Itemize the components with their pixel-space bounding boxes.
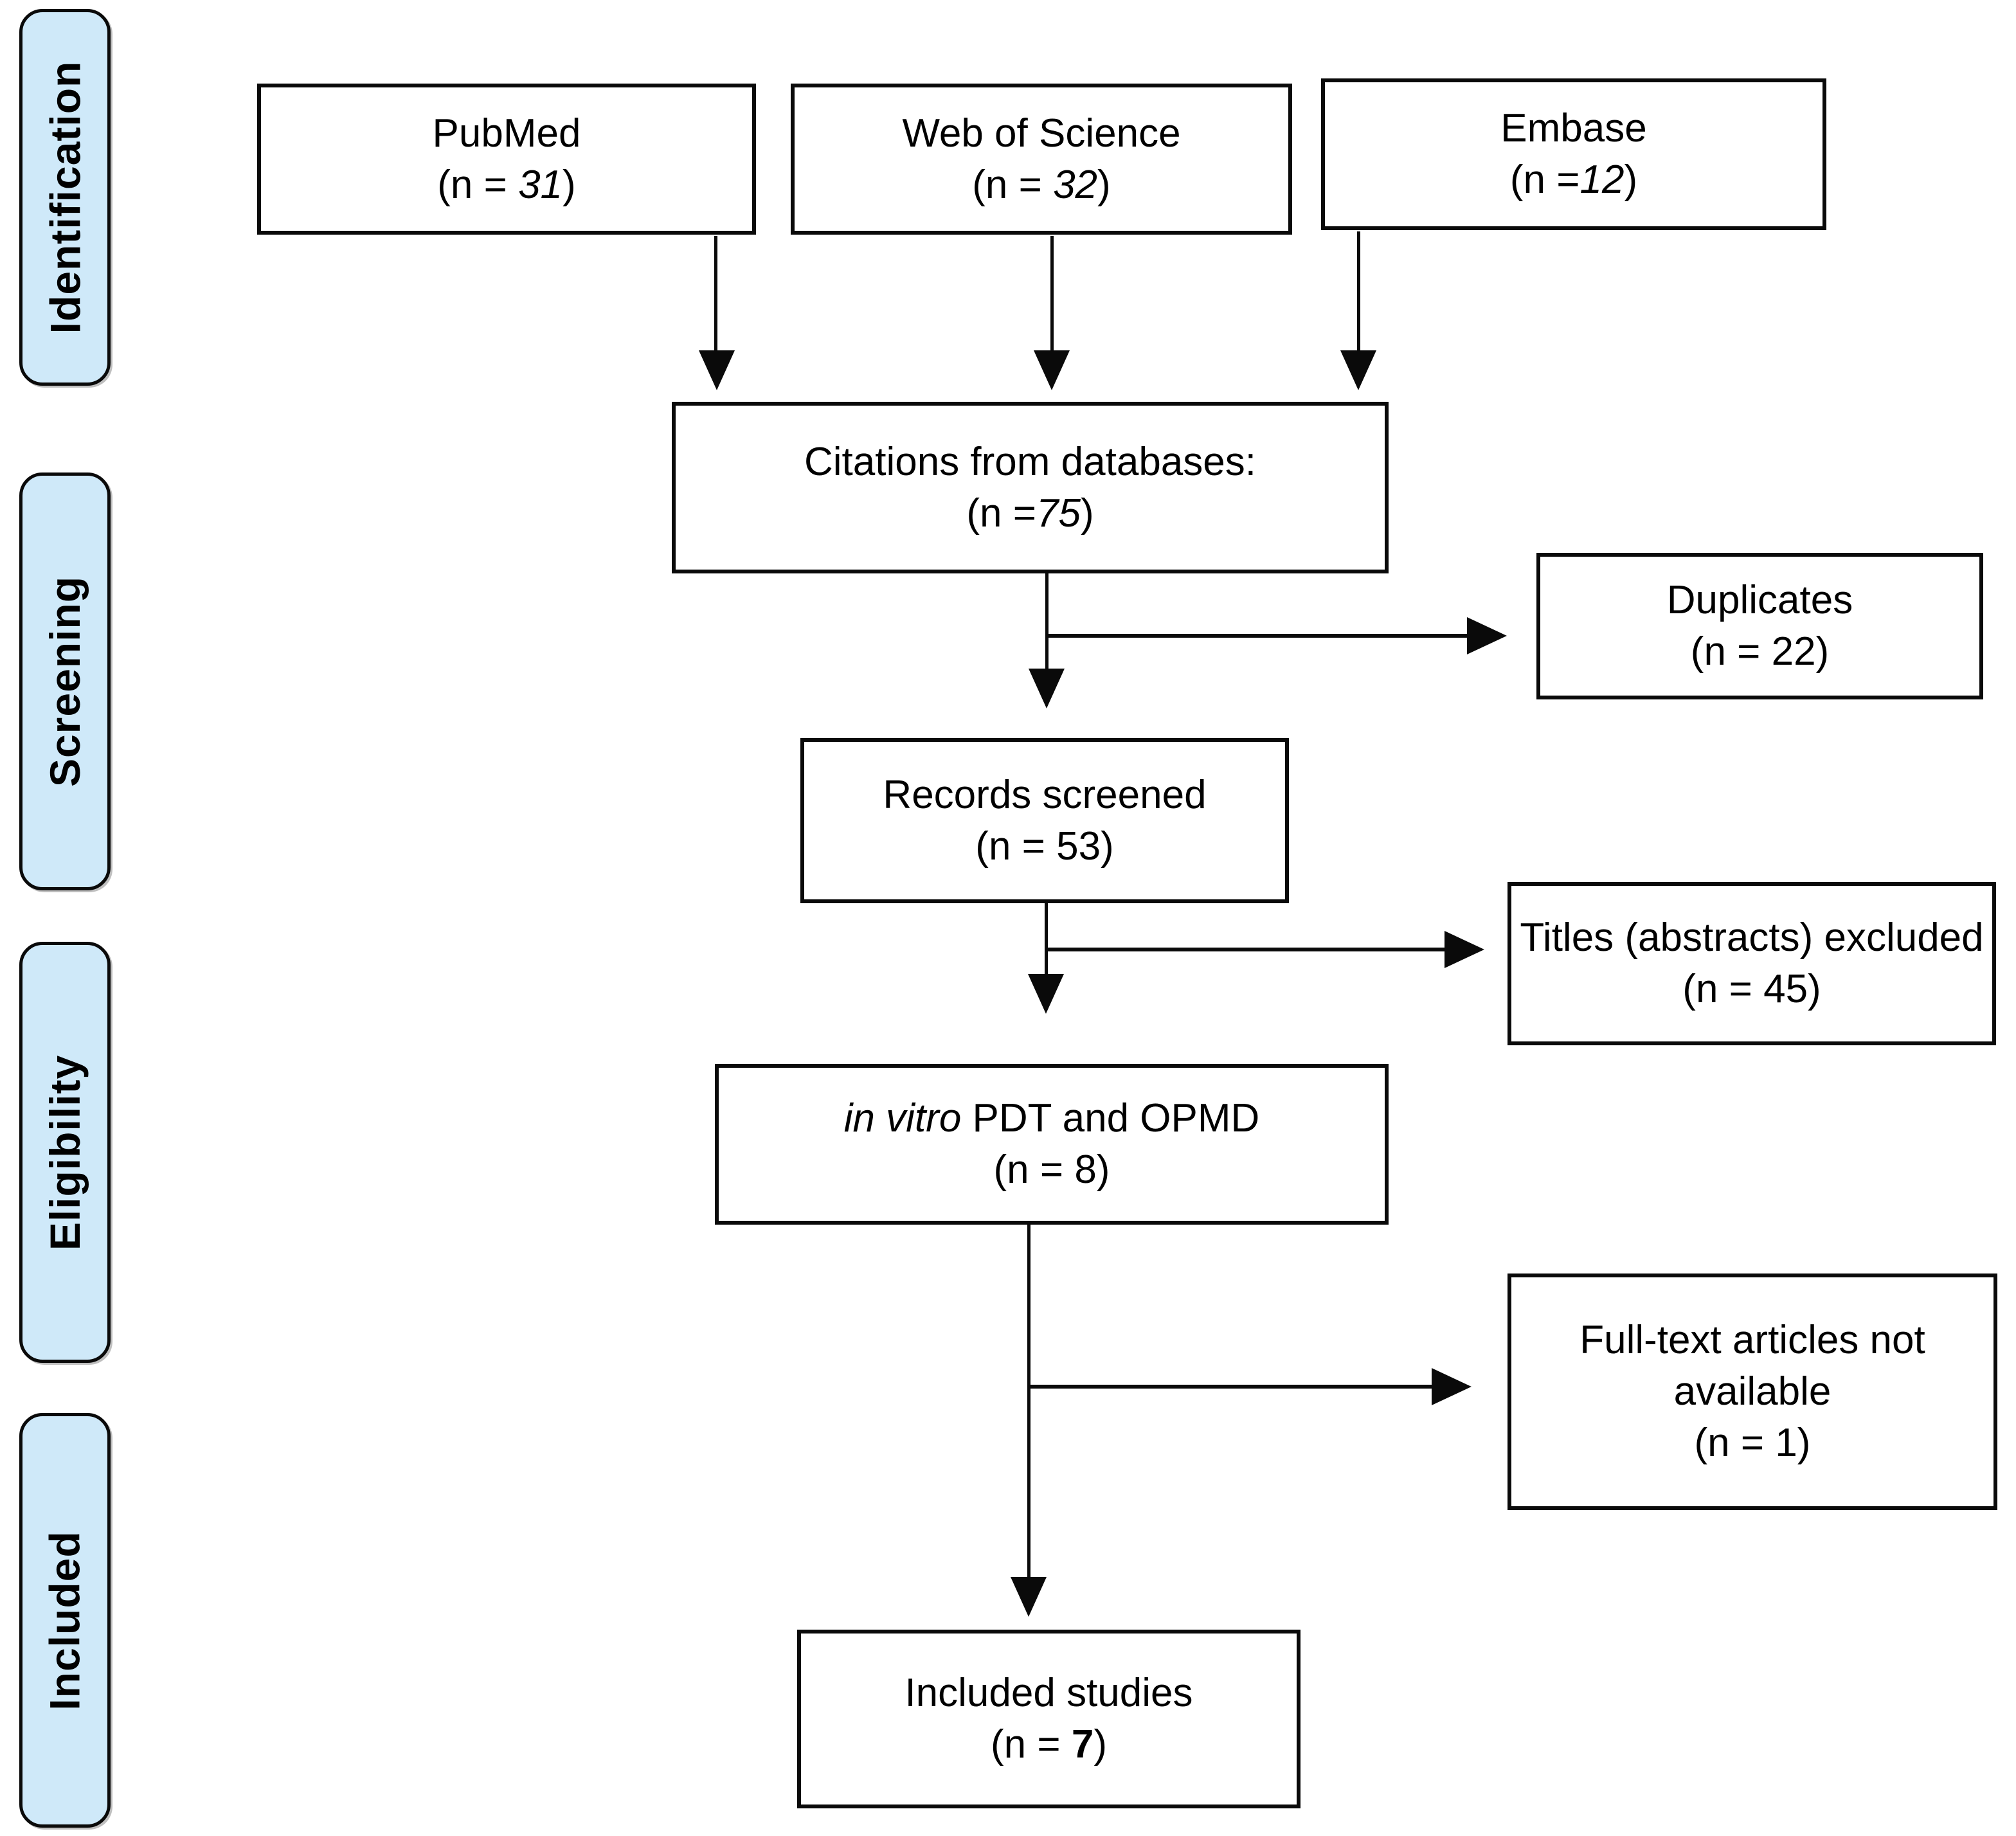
- box-duplicates: Duplicates (n = 22): [1536, 553, 1983, 699]
- box-invitro-pdt-opmd-title: in vitro PDT and OPMD: [843, 1096, 1260, 1140]
- arrow-line-records-to-invitro: [1045, 903, 1048, 974]
- box-citations-title: Citations from databases:: [804, 439, 1256, 484]
- box-records-screened-title: Records screened: [883, 772, 1207, 817]
- box-duplicates-title: Duplicates: [1666, 578, 1853, 622]
- arrowhead-wos-to-citations: [1034, 350, 1070, 390]
- box-fulltext-not-available-count: (n = 1): [1694, 1421, 1811, 1465]
- box-invitro-pdt-opmd-count: (n = 8): [993, 1148, 1110, 1192]
- stage-eligibility: Eligibility: [19, 942, 111, 1363]
- box-embase-title: Embase: [1500, 106, 1647, 150]
- arrow-line-embase-to-citations: [1357, 231, 1360, 350]
- stage-identification: Identification: [19, 9, 111, 386]
- box-records-screened-count: (n = 53): [975, 824, 1114, 869]
- box-pubmed-count: (n = 31): [437, 162, 576, 207]
- stage-eligibility-label: Eligibility: [41, 1054, 89, 1250]
- box-included-studies-count: (n = 7): [991, 1722, 1107, 1767]
- arrow-line-records-to-titles-excluded: [1045, 948, 1444, 951]
- arrow-line-wos-to-citations: [1050, 236, 1054, 350]
- arrowhead-records-to-invitro: [1028, 974, 1064, 1014]
- box-titles-excluded-title: Titles (abstracts) excluded: [1520, 915, 1984, 960]
- arrow-line-citations-to-duplicates: [1045, 634, 1467, 638]
- box-pubmed: PubMed (n = 31): [257, 84, 756, 235]
- stage-identification-label: Identification: [41, 60, 89, 334]
- box-web-of-science-title: Web of Science: [902, 111, 1181, 156]
- box-web-of-science-count: (n = 32): [972, 162, 1111, 207]
- stage-included: Included: [19, 1413, 111, 1828]
- arrowhead-pubmed-to-citations: [699, 350, 735, 390]
- box-invitro-pdt-opmd: in vitro PDT and OPMD (n = 8): [715, 1064, 1389, 1225]
- box-citations-count: (n =75): [966, 491, 1094, 536]
- box-records-screened: Records screened (n = 53): [800, 738, 1289, 903]
- box-embase: Embase (n =12): [1321, 78, 1826, 230]
- arrow-line-invitro-to-included: [1027, 1225, 1030, 1577]
- box-pubmed-title: PubMed: [432, 111, 581, 156]
- box-included-studies: Included studies (n = 7): [797, 1630, 1300, 1808]
- box-fulltext-not-available: Full-text articles not available (n = 1): [1508, 1274, 1997, 1510]
- box-fulltext-not-available-title-line1: Full-text articles not: [1580, 1318, 1925, 1362]
- stage-included-label: Included: [41, 1530, 89, 1711]
- arrow-line-citations-to-records: [1045, 573, 1048, 669]
- box-titles-excluded: Titles (abstracts) excluded (n = 45): [1508, 882, 1996, 1045]
- arrowhead-citations-to-records: [1029, 669, 1065, 708]
- arrowhead-invitro-to-included: [1011, 1577, 1047, 1617]
- arrowhead-embase-to-citations: [1340, 350, 1376, 390]
- arrowhead-citations-to-duplicates: [1467, 617, 1507, 654]
- box-web-of-science: Web of Science (n = 32): [791, 84, 1292, 235]
- box-fulltext-not-available-title-line2: available: [1673, 1369, 1832, 1414]
- box-embase-count: (n =12): [1509, 158, 1638, 202]
- box-titles-excluded-count: (n = 45): [1682, 967, 1821, 1011]
- arrowhead-records-to-titles-excluded: [1444, 931, 1484, 968]
- box-included-studies-title: Included studies: [905, 1671, 1193, 1715]
- arrowhead-invitro-to-fulltext: [1432, 1368, 1472, 1405]
- stage-screening: Screening: [19, 473, 111, 890]
- arrow-line-invitro-to-fulltext: [1027, 1385, 1432, 1389]
- box-citations: Citations from databases: (n =75): [672, 402, 1389, 573]
- stage-screening-label: Screening: [41, 575, 89, 788]
- box-duplicates-count: (n = 22): [1690, 629, 1830, 674]
- arrow-line-pubmed-to-citations: [714, 236, 717, 350]
